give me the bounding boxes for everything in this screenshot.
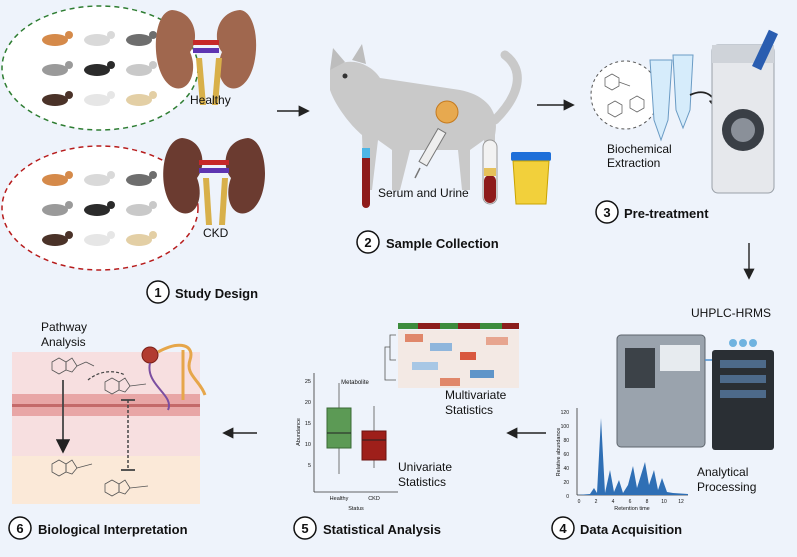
study-design-panel: Healthy CKD 1 Study Design bbox=[1, 5, 265, 304]
bladder-icon bbox=[435, 100, 459, 124]
molecules-icon bbox=[604, 73, 645, 118]
pathway-line-1: Pathway bbox=[41, 320, 87, 334]
step-2-number: 2 bbox=[364, 235, 371, 250]
step-4-title: Data Acquisition bbox=[580, 522, 682, 537]
serum-urine-label: Serum and Urine bbox=[378, 186, 469, 200]
step-6-badge bbox=[8, 516, 32, 540]
univariate-line-1: Univariate bbox=[398, 460, 452, 474]
step-3-badge bbox=[595, 200, 619, 224]
molecule-magnifier bbox=[590, 60, 660, 130]
blood-collection-icon bbox=[362, 148, 370, 208]
box-ytick-10: 10 bbox=[305, 442, 311, 448]
chrom-xtick-0: 0 bbox=[578, 499, 581, 505]
chrom-ytick-40: 40 bbox=[563, 466, 569, 472]
step-4-number: 4 bbox=[559, 521, 567, 536]
box-ytick-25: 25 bbox=[305, 379, 311, 385]
step-3-number: 3 bbox=[603, 205, 610, 220]
chrom-ytick-100: 100 bbox=[561, 424, 570, 430]
step-1-badge bbox=[146, 280, 170, 304]
step-4-badge bbox=[551, 516, 575, 540]
step-6-title: Biological Interpretation bbox=[38, 522, 188, 537]
centrifuge-icon bbox=[711, 29, 778, 194]
step-1-title: Study Design bbox=[175, 286, 258, 301]
ckd-box bbox=[361, 430, 387, 461]
indoxyl-molecule-icon bbox=[104, 479, 149, 497]
pretreatment-panel: Biochemical Extraction 3 Pre-treatment bbox=[590, 29, 778, 224]
urine-cup-icon bbox=[511, 152, 551, 205]
chrom-xtick-8: 8 bbox=[646, 499, 649, 505]
chrom-ytick-20: 20 bbox=[563, 480, 569, 486]
boxplot-chart: Metabolite 5 10 15 20 25 Healthy CKD Sta… bbox=[296, 373, 398, 512]
pathway-line-2: Analysis bbox=[41, 335, 86, 349]
uhplc-label: UHPLC-HRMS bbox=[691, 306, 771, 320]
blood-tube-icon bbox=[482, 139, 498, 205]
box-ytick-5: 5 bbox=[308, 463, 311, 469]
chrom-ytick-120: 120 bbox=[561, 410, 570, 416]
multivariate-line-1: Multivariate bbox=[445, 388, 507, 402]
ckd-kidneys-icon bbox=[163, 138, 265, 225]
statistical-analysis-panel: Multivariate Statistics Metabolite 5 10 … bbox=[293, 323, 519, 540]
syringe-icon bbox=[414, 127, 447, 179]
uhplc-instrument-icon bbox=[616, 334, 774, 450]
healthy-kidneys-icon bbox=[155, 10, 257, 105]
indole-molecule-icon bbox=[104, 377, 147, 395]
data-acquisition-panel: UHPLC-HRMS 0 20 40 60 80 100 120 0 bbox=[551, 306, 774, 540]
box-ytick-20: 20 bbox=[305, 400, 311, 406]
boxplot-ylabel: Abundance bbox=[296, 418, 302, 446]
step-5-badge bbox=[293, 516, 317, 540]
chrom-xtick-6: 6 bbox=[629, 499, 632, 505]
chrom-xtick-4: 4 bbox=[612, 499, 615, 505]
nephron-icon bbox=[141, 343, 207, 411]
tubes-icon bbox=[649, 54, 694, 142]
step-5-number: 5 bbox=[301, 521, 308, 536]
healthy-cats-icon bbox=[42, 31, 157, 106]
chrom-ytick-80: 80 bbox=[563, 438, 569, 444]
biochem-line-1: Biochemical bbox=[607, 142, 672, 156]
chromatogram-chart: 0 20 40 60 80 100 120 0 2 4 6 8 10 12 Re… bbox=[556, 408, 688, 512]
chrom-ytick-0: 0 bbox=[566, 494, 569, 500]
step-1-number: 1 bbox=[154, 285, 161, 300]
biological-interpretation-panel: Pathway Analysis bbox=[8, 320, 207, 540]
step-3-title: Pre-treatment bbox=[624, 206, 709, 221]
step-2-title: Sample Collection bbox=[386, 236, 499, 251]
boxplot-xlabel: Status bbox=[348, 506, 364, 512]
cat-icon bbox=[330, 44, 522, 191]
chrom-xtick-10: 10 bbox=[661, 499, 667, 505]
box-ytick-15: 15 bbox=[305, 421, 311, 427]
ckd-label: CKD bbox=[203, 226, 229, 240]
healthy-box bbox=[326, 407, 352, 449]
healthy-label: Healthy bbox=[190, 93, 231, 107]
chrom-ytick-60: 60 bbox=[563, 452, 569, 458]
univariate-line-2: Statistics bbox=[398, 475, 446, 489]
step-6-number: 6 bbox=[16, 521, 23, 536]
biochem-line-2: Extraction bbox=[607, 156, 660, 170]
box-xtick-healthy: Healthy bbox=[330, 496, 349, 502]
chrom-xtick-2: 2 bbox=[595, 499, 598, 505]
step-5-title: Statistical Analysis bbox=[323, 522, 441, 537]
analytical-line-1: Analytical bbox=[697, 465, 748, 479]
chrom-xlabel: Retention time bbox=[614, 506, 649, 512]
box-xtick-ckd: CKD bbox=[368, 496, 380, 502]
ckd-cats-icon bbox=[42, 171, 157, 246]
sample-collection-panel: Serum and Urine 2 Sample Collection bbox=[330, 44, 551, 254]
step-2-badge bbox=[356, 230, 380, 254]
pathway-dashed-arrow bbox=[87, 371, 126, 381]
tryptophan-molecule-icon bbox=[51, 357, 95, 375]
chrom-xtick-12: 12 bbox=[678, 499, 684, 505]
chromatogram-peaks bbox=[577, 418, 688, 495]
multivariate-line-2: Statistics bbox=[445, 403, 493, 417]
heatmap-icon bbox=[384, 323, 519, 388]
boxplot-title: Metabolite bbox=[341, 380, 369, 386]
analytical-line-2: Processing bbox=[697, 480, 756, 494]
chrom-ylabel: Relative abundance bbox=[556, 428, 562, 477]
metabolite-molecule-icon bbox=[51, 459, 93, 477]
